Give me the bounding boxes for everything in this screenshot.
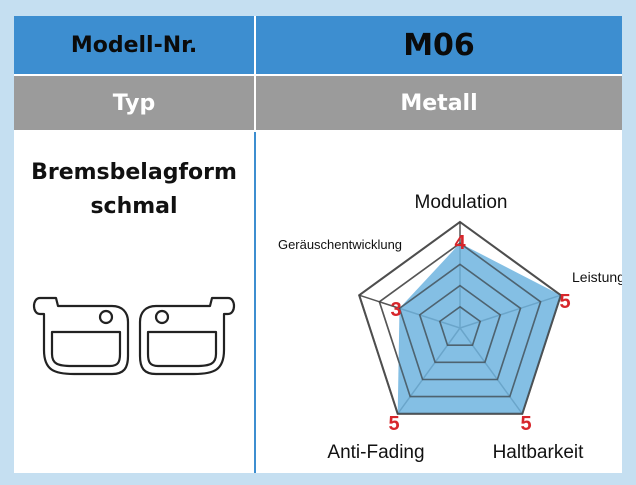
radar-grid-overlay: [358, 220, 562, 415]
axis-label-leistung: Leistung: [572, 269, 622, 285]
model-value: M06: [256, 16, 622, 74]
pad-form-section: Bremsbelagform schmal: [14, 156, 254, 224]
axis-label-geraeusch: Geräuschentwicklung: [278, 237, 402, 252]
value-label-modulation: 4: [454, 232, 466, 254]
brake-pad-icon: [32, 296, 236, 376]
model-label: Modell-Nr.: [14, 16, 254, 74]
value-label-geraeusch: 3: [390, 299, 401, 321]
type-value: Metall: [256, 76, 622, 130]
type-row: Typ Metall: [14, 76, 622, 130]
radar-series-area: [397, 243, 561, 414]
type-label: Typ: [14, 76, 254, 130]
radar-ring-5: [358, 220, 562, 415]
radar-ring-2: [418, 284, 502, 364]
column-divider: [254, 132, 256, 473]
radar-ring-1: [438, 305, 482, 346]
value-label-haltbarkeit: 5: [520, 413, 531, 435]
radar-ring-4: [378, 242, 542, 398]
value-label-leistung: 5: [559, 291, 570, 313]
axis-label-haltbarkeit: Haltbarkeit: [493, 442, 585, 463]
value-label-anti-fading: 5: [388, 413, 399, 435]
axis-label-modulation: Modulation: [415, 192, 508, 213]
pad-form-shape: schmal: [90, 194, 178, 219]
axis-label-anti-fading: Anti-Fading: [327, 442, 424, 463]
pad-form-label: Bremsbelagform: [31, 160, 237, 185]
model-row: Modell-Nr. M06: [14, 16, 622, 74]
spec-card: Modell-Nr. M06 Typ Metall Bremsbelagform…: [14, 16, 622, 473]
radar-ring-3: [398, 263, 522, 381]
radar-chart: Modulation Leistung Haltbarkeit Anti-Fad…: [278, 192, 622, 463]
